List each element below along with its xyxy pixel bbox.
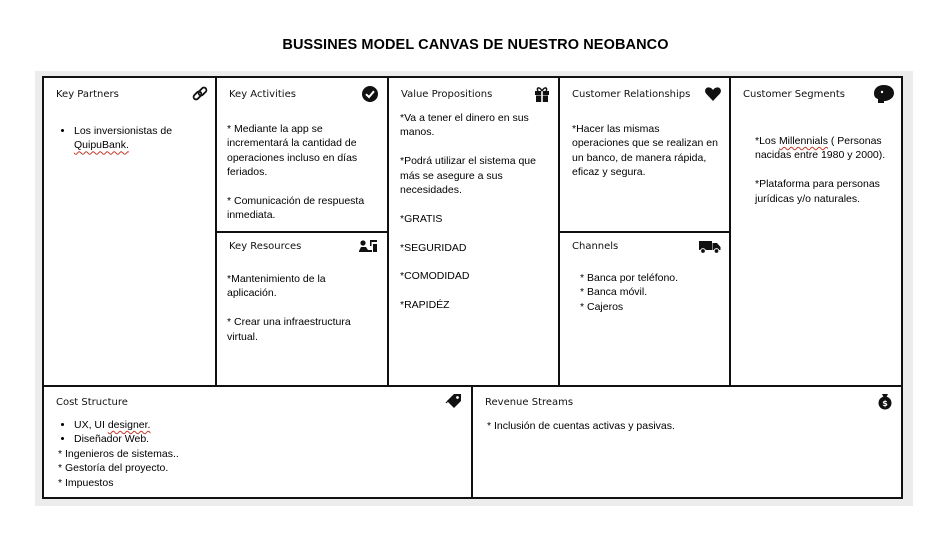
revenue-streams-section: Revenue Streams $ * Inclusión de cuentas… xyxy=(473,387,901,497)
cost-structure-label: Cost Structure xyxy=(56,397,128,408)
list-item: UX, UI designer. xyxy=(74,418,458,432)
revenue-streams-content: * Inclusión de cuentas activas y pasivas… xyxy=(487,420,675,432)
value-propositions-content: *Va a tener el dinero en sus manos. *Pod… xyxy=(400,112,536,312)
divider xyxy=(471,385,473,497)
business-model-canvas: Key Partners Los inversionistas deQuipuB… xyxy=(42,76,903,499)
channels-content: * Banca por teléfono. * Banca móvil. * C… xyxy=(580,272,679,313)
revenue-streams-label: Revenue Streams xyxy=(485,397,574,408)
gift-icon xyxy=(535,87,549,102)
key-activities-content: * Mediante la app se incrementará la can… xyxy=(227,123,365,222)
key-partners-label: Key Partners xyxy=(56,89,119,100)
truck-icon xyxy=(699,241,721,254)
key-resources-section: Key Resources *Mantenimiento de la aplic… xyxy=(217,233,387,385)
customer-segments-label: Customer Segments xyxy=(743,89,845,100)
heart-icon xyxy=(705,87,721,101)
customer-relationships-label: Customer Relationships xyxy=(572,89,691,100)
value-propositions-section: Value Propositions *Va a tener el dinero… xyxy=(389,78,558,385)
price-tag-icon xyxy=(445,394,461,408)
key-activities-section: Key Activities * Mediante la app se incr… xyxy=(217,78,387,231)
key-resources-content: *Mantenimiento de la aplicación. * Crear… xyxy=(227,273,351,343)
checkmark-icon xyxy=(362,86,378,102)
list-item: Diseñador Web. xyxy=(74,432,458,446)
customer-segments-section: Customer Segments *Los Millennials ( Per… xyxy=(731,78,901,385)
cost-structure-section: Cost Structure UX, UI designer. Diseñado… xyxy=(44,387,471,497)
channels-label: Channels xyxy=(572,241,619,252)
face-icon xyxy=(874,85,894,103)
worker-icon xyxy=(359,240,377,252)
money-bag-icon: $ xyxy=(878,394,892,410)
key-activities-label: Key Activities xyxy=(229,89,296,100)
customer-relationships-section: Customer Relationships *Hacer las mismas… xyxy=(560,78,729,231)
link-icon xyxy=(192,86,208,101)
channels-section: Channels * Banca por teléfono. * Banca m… xyxy=(560,233,729,385)
key-partners-section: Key Partners Los inversionistas deQuipuB… xyxy=(44,78,215,385)
divider xyxy=(215,231,389,233)
customer-segments-content: *Los Millennials ( Personas nacidas entr… xyxy=(755,135,886,205)
customer-relationships-content: *Hacer las mismas operaciones que se rea… xyxy=(572,123,718,179)
page-title: BUSSINES MODEL CANVAS DE NUESTRO NEOBANC… xyxy=(282,37,669,53)
divider xyxy=(558,231,731,233)
cost-structure-content: UX, UI designer. Diseñador Web. * Ingeni… xyxy=(58,418,458,490)
svg-text:$: $ xyxy=(882,399,888,408)
key-resources-label: Key Resources xyxy=(229,241,302,252)
value-propositions-label: Value Propositions xyxy=(401,89,493,100)
